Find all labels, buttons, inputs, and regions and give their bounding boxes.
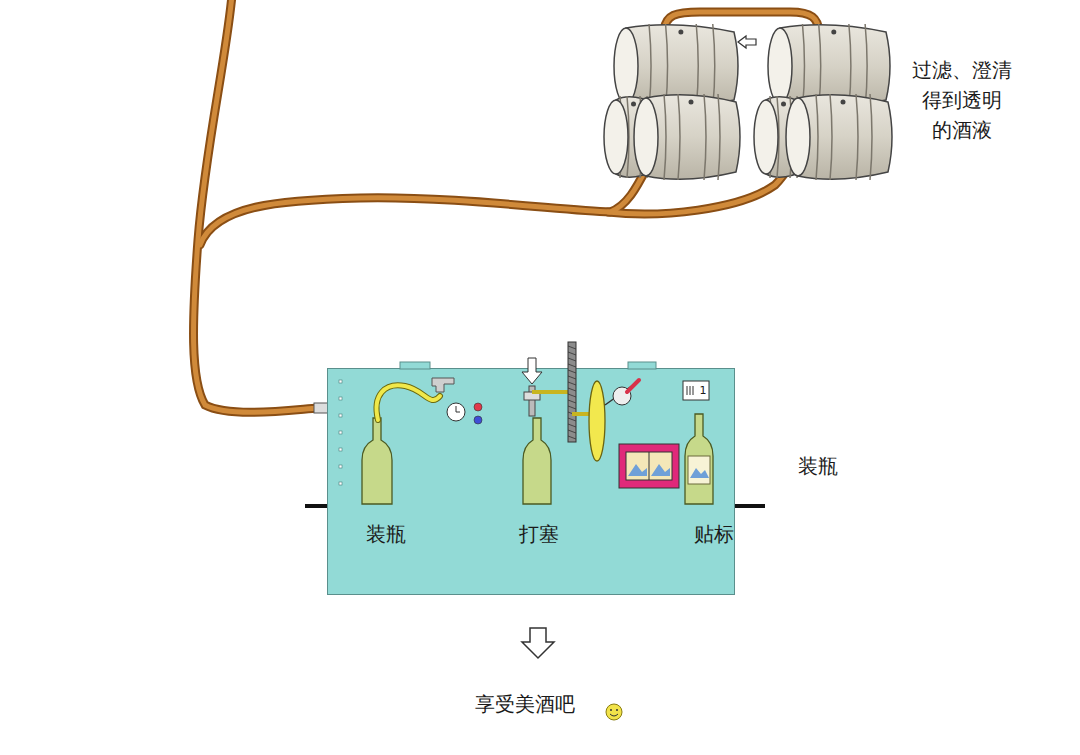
barrel-end	[768, 28, 792, 104]
top-tab	[400, 362, 430, 369]
label-sheet	[626, 452, 672, 480]
hoses	[194, 0, 819, 412]
barrel-hoop	[802, 24, 804, 108]
callout-number: 1	[700, 384, 707, 397]
thread	[568, 430, 576, 433]
tag	[683, 381, 709, 400]
red-button	[474, 403, 482, 411]
step-label: 打塞	[519, 521, 559, 548]
rivet	[339, 414, 342, 417]
down-arrow	[522, 628, 554, 658]
barrel-hoop	[816, 94, 818, 180]
thread	[568, 436, 576, 439]
barrel-hoop	[664, 94, 666, 180]
bung	[631, 102, 636, 107]
thread	[568, 352, 576, 355]
smiley	[606, 704, 622, 720]
tool-handle	[627, 380, 639, 392]
barrel-hoop	[713, 24, 715, 108]
inlet	[314, 403, 328, 413]
bung	[831, 30, 836, 35]
stage-label: 装瓶	[798, 453, 838, 480]
step-label: 贴标	[694, 521, 734, 548]
rivet	[339, 431, 342, 434]
rivet	[339, 482, 342, 485]
filler-hose	[377, 385, 440, 420]
rivet	[339, 448, 342, 451]
filler-hose	[377, 385, 440, 420]
bung	[689, 100, 694, 105]
thread	[568, 376, 576, 379]
barrel	[754, 96, 810, 178]
bottle-label	[688, 456, 710, 484]
thread	[568, 418, 576, 421]
bottle	[362, 418, 392, 504]
barrel-hoop	[830, 94, 832, 180]
barrel-hoop	[856, 94, 858, 180]
thread	[568, 346, 576, 349]
faucet	[432, 378, 454, 392]
closing-note: 享受美酒吧	[475, 691, 575, 718]
barrel-end	[786, 98, 810, 176]
barrel-hoop	[865, 24, 867, 108]
blue-button	[474, 416, 482, 424]
wheel	[589, 381, 605, 461]
barrel-hoop	[704, 94, 706, 180]
thread	[568, 394, 576, 397]
rivet	[339, 380, 342, 383]
bottle	[685, 414, 713, 504]
bung	[841, 100, 846, 105]
label-divider	[649, 452, 650, 480]
top-tab	[628, 362, 656, 369]
thread	[568, 388, 576, 391]
barrel	[786, 94, 892, 180]
rivet	[339, 465, 342, 468]
press-arrow	[522, 358, 542, 384]
flow-arrow	[738, 36, 756, 48]
bung	[781, 102, 786, 107]
label-frame	[619, 444, 679, 488]
barrel-end	[604, 100, 628, 174]
barrel-end	[634, 98, 658, 176]
thread	[568, 406, 576, 409]
thread	[568, 370, 576, 373]
step-label: 装瓶	[366, 521, 406, 548]
thread	[568, 364, 576, 367]
label-art	[628, 464, 670, 476]
rivet	[339, 397, 342, 400]
barrel	[634, 94, 740, 180]
barrel-hoop	[870, 94, 872, 180]
barrel-body	[646, 95, 740, 179]
arm	[532, 390, 572, 394]
bottling-machine: 装瓶 打塞 贴标	[327, 368, 735, 595]
barrel-body	[798, 95, 892, 179]
bung	[678, 30, 683, 35]
tool-arm	[605, 380, 640, 405]
barrel-hoop	[678, 94, 680, 180]
tag-marks	[687, 386, 693, 395]
barrel-hoop	[649, 24, 651, 108]
barrels	[604, 24, 892, 180]
label-art	[690, 468, 709, 478]
gauge	[447, 403, 465, 421]
barrel	[604, 96, 660, 178]
screw-rod	[568, 342, 576, 442]
gauge-needle	[456, 406, 460, 412]
thread	[568, 424, 576, 427]
process-note: 过滤、澄清 得到透明 的酒液	[902, 55, 1022, 145]
barrel-hoop	[718, 94, 720, 180]
thread	[568, 382, 576, 385]
thread	[568, 400, 576, 403]
thread	[568, 358, 576, 361]
barrel-end	[754, 100, 778, 174]
barrel-end	[614, 28, 638, 104]
bottle	[523, 418, 551, 504]
machine-parts	[327, 368, 735, 595]
